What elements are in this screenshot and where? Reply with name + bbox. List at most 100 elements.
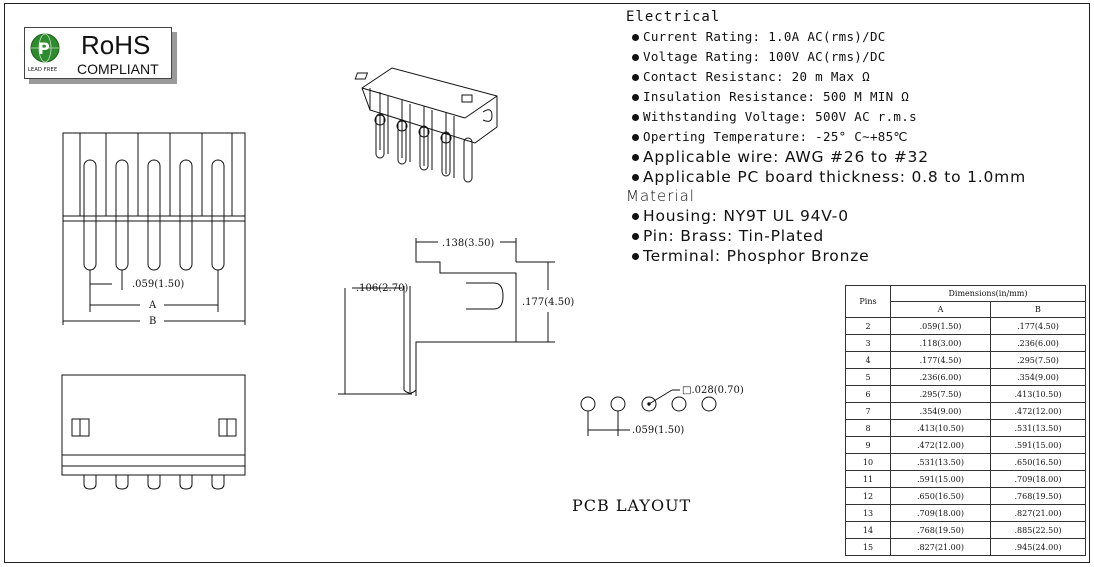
table-cell-pins: 3	[845, 334, 891, 352]
table-cell-b: .768(19.50)	[990, 487, 1086, 505]
table-cell-a: .768(19.50)	[890, 521, 991, 539]
table-cell-a: .827(21.00)	[890, 538, 991, 556]
table-cell-pins: 8	[845, 419, 891, 437]
bullet-icon	[632, 114, 639, 121]
table-cell-b: .295(7.50)	[990, 351, 1086, 369]
table-row: 6.295(7.50).413(10.50)	[845, 385, 1086, 403]
dim-b-label: B	[149, 316, 156, 327]
table-cell-pins: 6	[845, 385, 891, 403]
pcb-hole-label: □.028(0.70)	[682, 385, 744, 396]
bottom-view	[61, 374, 246, 490]
table-row: 10.531(13.50).650(16.50)	[845, 453, 1086, 471]
table-cell-pins: 9	[845, 436, 891, 454]
side-height-label: .177(4.50)	[522, 297, 574, 308]
table-cell-pins: 7	[845, 402, 891, 420]
electrical-heading: Electrical	[626, 9, 721, 25]
table-row: 14.768(19.50).885(22.50)	[845, 521, 1086, 539]
spec-item: Voltage Rating: 100V AC(rms)/DC	[626, 47, 1086, 67]
table-cell-a: .236(6.00)	[890, 368, 991, 386]
bullet-icon	[632, 154, 639, 161]
bullet-icon	[632, 253, 639, 260]
table-cell-pins: 2	[845, 317, 891, 335]
col-a-header: A	[890, 301, 991, 318]
pcb-pitch-label: .059(1.50)	[632, 425, 684, 436]
table-row: 3.118(3.00).236(6.00)	[845, 334, 1086, 352]
bullet-icon	[632, 34, 639, 41]
bullet-icon	[632, 74, 639, 81]
side-width-label: .138(3.50)	[442, 238, 494, 249]
table-cell-a: .531(13.50)	[890, 453, 991, 471]
table-row: 4.177(4.50).295(7.50)	[845, 351, 1086, 369]
spec-item: Insulation Resistance: 500 M MIN Ω	[626, 87, 1086, 107]
side-thickness-label: .106(2.70)	[356, 283, 408, 294]
spec-item: Pin: Brass: Tin-Plated	[626, 226, 1086, 246]
isometric-view	[354, 67, 498, 183]
table-cell-a: .059(1.50)	[890, 317, 991, 335]
dim-a-label: A	[148, 300, 157, 311]
spec-block: Electrical Current Rating: 1.0A AC(rms)/…	[626, 8, 1086, 266]
spec-item: Applicable wire: AWG #26 to #32	[626, 147, 1086, 167]
material-heading: Material	[626, 187, 695, 205]
rohs-badge: P LEAD FREE RoHS COMPLIANT	[24, 27, 172, 79]
table-row: 15.827(21.00).945(24.00)	[845, 538, 1086, 556]
bullet-icon	[632, 233, 639, 240]
svg-text:P: P	[38, 39, 50, 58]
col-b-header: B	[990, 301, 1086, 318]
rohs-title: RoHS	[81, 30, 151, 60]
front-pitch-label: .059(1.50)	[132, 279, 184, 290]
table-cell-pins: 13	[845, 504, 891, 522]
table-cell-b: .709(18.00)	[990, 470, 1086, 488]
table-cell-b: .236(6.00)	[990, 334, 1086, 352]
dimension-rows: 2.059(1.50).177(4.50)3.118(3.00).236(6.0…	[845, 317, 1086, 556]
table-cell-pins: 4	[845, 351, 891, 369]
table-cell-b: .945(24.00)	[990, 538, 1086, 556]
front-view	[62, 132, 246, 325]
rohs-subtitle: COMPLIANT	[77, 61, 159, 77]
table-cell-b: .885(22.50)	[990, 521, 1086, 539]
table-row: 9.472(12.00).591(15.00)	[845, 436, 1086, 454]
table-cell-a: .177(4.50)	[890, 351, 991, 369]
table-row: 8.413(10.50).531(13.50)	[845, 419, 1086, 437]
spec-item: Withstanding Voltage: 500V AC r.m.s	[626, 107, 1086, 127]
table-cell-pins: 5	[845, 368, 891, 386]
table-cell-pins: 15	[845, 538, 891, 556]
table-cell-b: .591(15.00)	[990, 436, 1086, 454]
table-row: 5.236(6.00).354(9.00)	[845, 368, 1086, 386]
table-row: 13.709(18.00).827(21.00)	[845, 504, 1086, 522]
table-row: 2.059(1.50).177(4.50)	[845, 317, 1086, 335]
table-cell-a: .709(18.00)	[890, 504, 991, 522]
table-cell-a: .650(16.50)	[890, 487, 991, 505]
table-cell-b: .650(16.50)	[990, 453, 1086, 471]
dimensions-header: Dimensions(in/mm)	[890, 285, 1086, 302]
bullet-icon	[632, 174, 639, 181]
table-cell-b: .354(9.00)	[990, 368, 1086, 386]
lead-free-label: LEAD FREE	[28, 67, 58, 73]
spec-item: Applicable PC board thickness: 0.8 to 1.…	[626, 167, 1086, 187]
dimension-table: Pins Dimensions(in/mm) A B 2.059(1.50).1…	[845, 285, 1086, 556]
spec-item: Operting Temperature: -25° C∼+85℃	[626, 127, 1086, 147]
table-cell-b: .827(21.00)	[990, 504, 1086, 522]
table-cell-a: .118(3.00)	[890, 334, 991, 352]
table-cell-a: .472(12.00)	[890, 436, 991, 454]
table-row: 12.650(16.50).768(19.50)	[845, 487, 1086, 505]
spec-item: Terminal: Phosphor Bronze	[626, 246, 1086, 266]
table-cell-a: .591(15.00)	[890, 470, 991, 488]
pcb-layout	[580, 389, 717, 436]
table-cell-b: .531(13.50)	[990, 419, 1086, 437]
pcb-layout-title: PCB LAYOUT	[572, 496, 692, 515]
spec-item: Contact Resistanc: 20 m Max Ω	[626, 67, 1086, 87]
leaf-globe-icon: P	[30, 33, 60, 63]
table-cell-pins: 14	[845, 521, 891, 539]
table-cell-pins: 11	[845, 470, 891, 488]
bullet-icon	[632, 94, 639, 101]
table-cell-a: .413(10.50)	[890, 419, 991, 437]
table-cell-a: .354(9.00)	[890, 402, 991, 420]
spec-item: Current Rating: 1.0A AC(rms)/DC	[626, 27, 1086, 47]
table-row: 11.591(15.00).709(18.00)	[845, 470, 1086, 488]
bullet-icon	[632, 134, 639, 141]
table-row: 7.354(9.00).472(12.00)	[845, 402, 1086, 420]
table-cell-a: .295(7.50)	[890, 385, 991, 403]
side-view	[338, 238, 555, 396]
table-cell-b: .413(10.50)	[990, 385, 1086, 403]
